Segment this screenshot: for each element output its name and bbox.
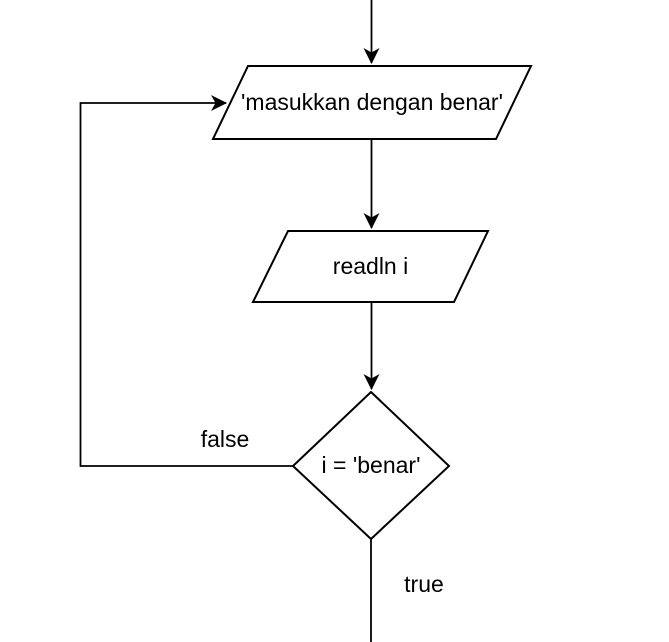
node-input-readln-parallelogram — [251, 230, 490, 303]
node-output-prompt-parallelogram — [211, 65, 533, 140]
node-decision-diamond — [291, 390, 451, 541]
edge-false-loop-back — [79, 95, 293, 467]
